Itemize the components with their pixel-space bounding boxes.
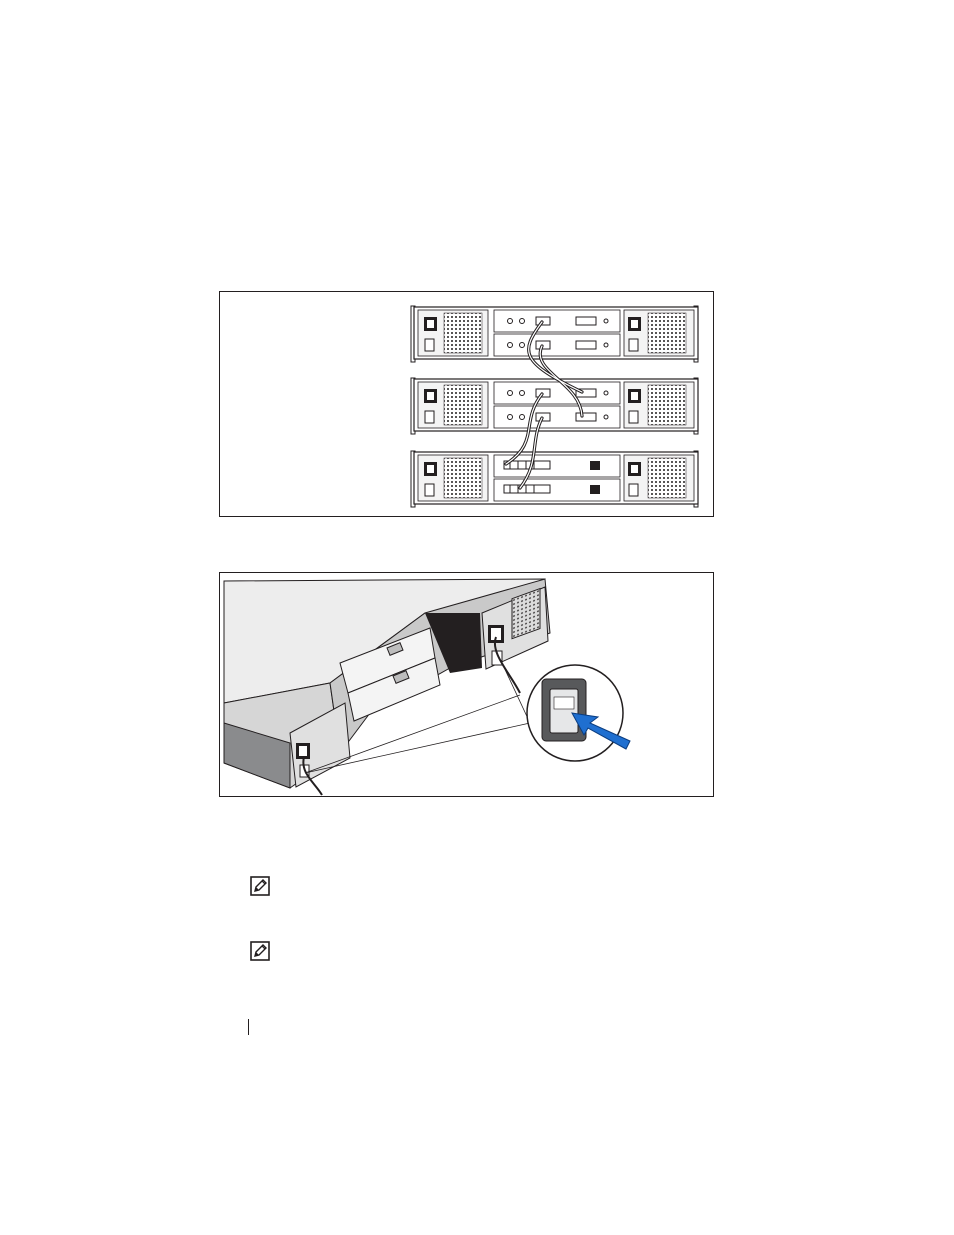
power-switch-figure: [219, 572, 714, 797]
rack-cabling-diagram: [220, 292, 713, 516]
note-pencil-icon: [250, 876, 270, 896]
cabling-diagram-figure: [219, 291, 714, 517]
power-switch-illustration: [220, 573, 713, 796]
note-pencil-icon: [250, 941, 270, 961]
page-number-divider: [248, 1019, 249, 1035]
